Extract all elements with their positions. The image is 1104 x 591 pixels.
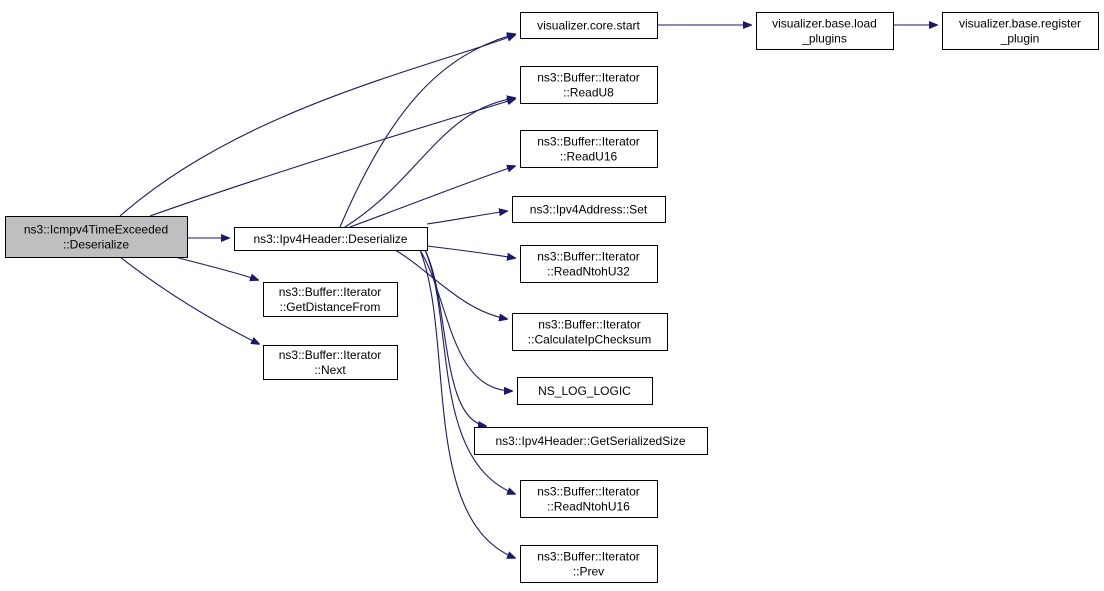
node-box [520, 12, 658, 39]
node-load_plugins[interactable]: visualizer.base.load_plugins [756, 12, 894, 50]
node-ipv4hdr_deser[interactable]: ns3::Ipv4Header::Deserialize [234, 227, 428, 251]
node-label: ::ReadNtohU32 [547, 265, 630, 279]
edge-ipv4hdr_deser-to-viz_start [339, 34, 515, 228]
node-prev[interactable]: ns3::Buffer::Iterator::Prev [520, 545, 658, 583]
node-label: ns3::Buffer::Iterator [537, 250, 640, 264]
edge-ipv4hdr_deser-to-readu8 [344, 98, 515, 228]
node-label: visualizer.base.load [772, 17, 877, 31]
node-readntohu32[interactable]: ns3::Buffer::Iterator::ReadNtohU32 [520, 245, 658, 283]
edge-ipv4hdr_deser-to-readntohu16 [424, 249, 515, 494]
node-label: ns3::Icmpv4TimeExceeded [24, 223, 168, 237]
node-box [474, 427, 708, 455]
node-label: ::Deserialize [63, 238, 129, 252]
node-box [512, 196, 666, 223]
node-label: visualizer.core.start [537, 19, 640, 33]
node-label: ns3::Ipv4Header::Deserialize [253, 232, 407, 246]
node-getser[interactable]: ns3::Ipv4Header::GetSerializedSize [474, 427, 708, 455]
node-label: ::ReadU16 [560, 150, 618, 164]
node-label: ::ReadNtohU16 [547, 500, 630, 514]
edge-ipv4hdr_deser-to-calcip [394, 249, 507, 319]
node-label: ns3::Buffer::Iterator [537, 71, 640, 85]
edge-ipv4hdr_deser-to-getser [424, 249, 486, 426]
node-box [512, 313, 668, 351]
node-label: ns3::Buffer::Iterator [537, 135, 640, 149]
node-label: ns3::Buffer::Iterator [279, 348, 382, 362]
node-label: ns3::Ipv4Header::GetSerializedSize [495, 434, 685, 448]
edge-ipv4hdr_deser-to-readntohu32 [426, 245, 515, 258]
node-nslog[interactable]: NS_LOG_LOGIC [517, 377, 653, 405]
node-icmpv4[interactable]: ns3::Icmpv4TimeExceeded::Deserialize [5, 216, 188, 258]
node-box [517, 377, 653, 405]
node-viz_start[interactable]: visualizer.core.start [520, 12, 658, 39]
node-label: visualizer.base.register [959, 17, 1081, 31]
node-readu16[interactable]: ns3::Buffer::Iterator::ReadU16 [520, 130, 658, 168]
node-label: ns3::Ipv4Address::Set [530, 203, 648, 217]
node-calcip[interactable]: ns3::Buffer::Iterator::CalculateIpChecks… [512, 313, 668, 351]
node-box [942, 12, 1099, 50]
node-label: _plugins [801, 32, 847, 46]
node-register_plugin[interactable]: visualizer.base.register_plugin [942, 12, 1099, 50]
node-readntohu16[interactable]: ns3::Buffer::Iterator::ReadNtohU16 [520, 480, 658, 518]
node-box [520, 66, 658, 104]
edge-ipv4hdr_deser-to-nslog [419, 249, 512, 391]
node-box [520, 130, 658, 168]
edge-icmpv4-to-viz_start [119, 35, 515, 217]
node-label: ::GetDistanceFrom [280, 300, 381, 314]
node-label: ns3::Buffer::Iterator [537, 485, 640, 499]
edges-layer [119, 25, 937, 558]
node-label: ::Prev [573, 565, 604, 579]
node-getdist[interactable]: ns3::Buffer::Iterator::GetDistanceFrom [263, 282, 398, 317]
node-label: _plugin [1000, 32, 1040, 46]
node-label: NS_LOG_LOGIC [538, 384, 631, 398]
node-label: ::CalculateIpChecksum [528, 333, 651, 347]
edge-icmpv4-to-readu8 [149, 99, 515, 217]
edge-ipv4hdr_deser-to-ipv4addr_set [426, 211, 507, 225]
node-box [756, 12, 894, 50]
node-box [234, 227, 428, 251]
node-box [263, 345, 398, 380]
edge-ipv4hdr_deser-to-readu16 [349, 166, 515, 228]
node-label: ::Next [314, 363, 346, 377]
edge-ipv4hdr_deser-to-prev [419, 249, 515, 558]
node-readu8[interactable]: ns3::Buffer::Iterator::ReadU8 [520, 66, 658, 104]
node-box [263, 282, 398, 317]
node-label: ns3::Buffer::Iterator [279, 285, 382, 299]
node-label: ::ReadU8 [563, 86, 614, 100]
node-box [520, 480, 658, 518]
node-label: ns3::Buffer::Iterator [537, 550, 640, 564]
node-box [520, 545, 658, 583]
node-next[interactable]: ns3::Buffer::Iterator::Next [263, 345, 398, 380]
node-label: ns3::Buffer::Iterator [538, 318, 641, 332]
edge-icmpv4-to-getdist [174, 256, 258, 280]
node-ipv4addr_set[interactable]: ns3::Ipv4Address::Set [512, 196, 666, 223]
node-box [520, 245, 658, 283]
edge-icmpv4-to-next [119, 256, 259, 344]
node-box [5, 216, 188, 258]
